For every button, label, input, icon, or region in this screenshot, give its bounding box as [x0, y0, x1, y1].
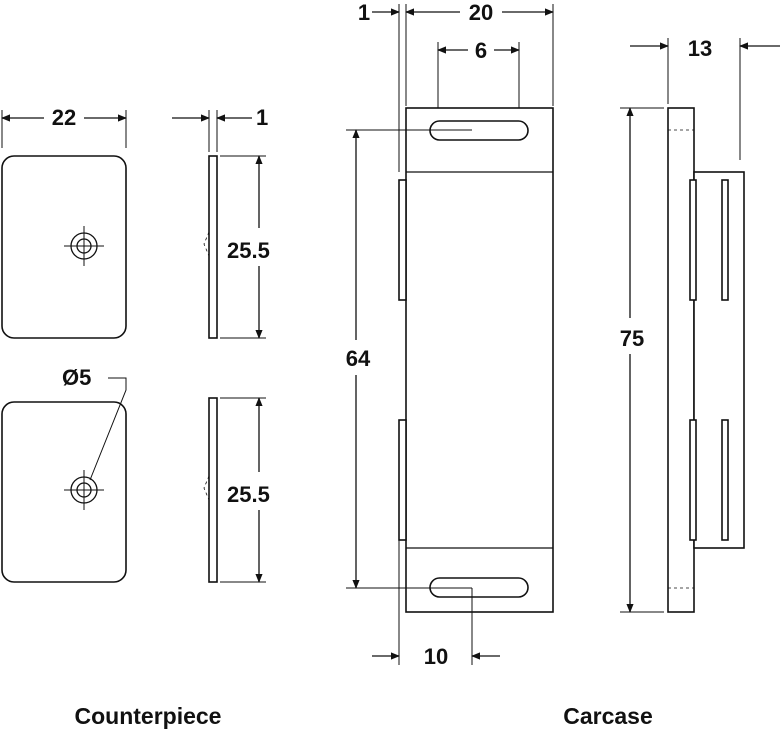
carcase-side-magnet-right-bottom: [721, 419, 729, 541]
carcase-inner-height-label: 64: [346, 346, 371, 371]
counterpiece-height-label-top: 25.5: [227, 238, 270, 263]
carcase-bottom-offset-dimension: 10: [372, 540, 500, 669]
counterpiece-width-label: 22: [52, 105, 76, 130]
counterpiece-thickness-dimension: 1: [172, 105, 268, 152]
carcase-side-body: [693, 171, 745, 549]
counterpiece-plate-bottom: [1, 401, 127, 583]
counterpiece-hole-label: Ø5: [62, 365, 91, 390]
carcase-width-dimension: 1 20: [358, 0, 554, 172]
carcase-group: 1 20 6 64: [346, 0, 780, 729]
carcase-body: [405, 107, 554, 613]
carcase-total-height-label: 75: [620, 326, 644, 351]
counterpiece-hole-top: [64, 226, 104, 266]
counterpiece-height-dimension-bottom: 25.5: [220, 397, 270, 583]
carcase-side-magnet-left-top: [689, 179, 697, 301]
counterpiece-group: 22 Ø5 1: [1, 105, 270, 729]
carcase-tab-bottom: [398, 419, 407, 541]
carcase-total-height-dimension: 75: [620, 107, 664, 613]
counterpiece-thickness-label: 1: [256, 105, 268, 130]
counterpiece-width-dimension: 22: [1, 105, 127, 148]
carcase-inner-height-dimension: 64: [346, 129, 472, 589]
counterpiece-plate-top: [1, 155, 127, 339]
counterpiece-height-label-bottom: 25.5: [227, 482, 270, 507]
counterpiece-hole-bottom: [64, 470, 104, 510]
counterpiece-height-dimension-top: 25.5: [220, 155, 270, 339]
counterpiece-side-bottom: [208, 397, 218, 583]
carcase-depth-dimension: 13: [630, 36, 780, 160]
carcase-offset-label: 1: [358, 0, 370, 25]
carcase-width-label: 20: [469, 0, 493, 25]
carcase-side-magnet-left-bottom: [689, 419, 697, 541]
counterpiece-side-top: [208, 155, 218, 339]
carcase-bottom-offset-label: 10: [424, 644, 448, 669]
carcase-slot-label: 6: [475, 38, 487, 63]
carcase-side-view: [667, 107, 745, 613]
carcase-caption: Carcase: [563, 703, 653, 729]
counterpiece-hole-leader: Ø5: [62, 365, 127, 481]
counterpiece-caption: Counterpiece: [75, 703, 222, 729]
carcase-side-magnet-right-top: [721, 179, 729, 301]
carcase-depth-label: 13: [688, 36, 712, 61]
carcase-tab-top: [398, 179, 407, 301]
